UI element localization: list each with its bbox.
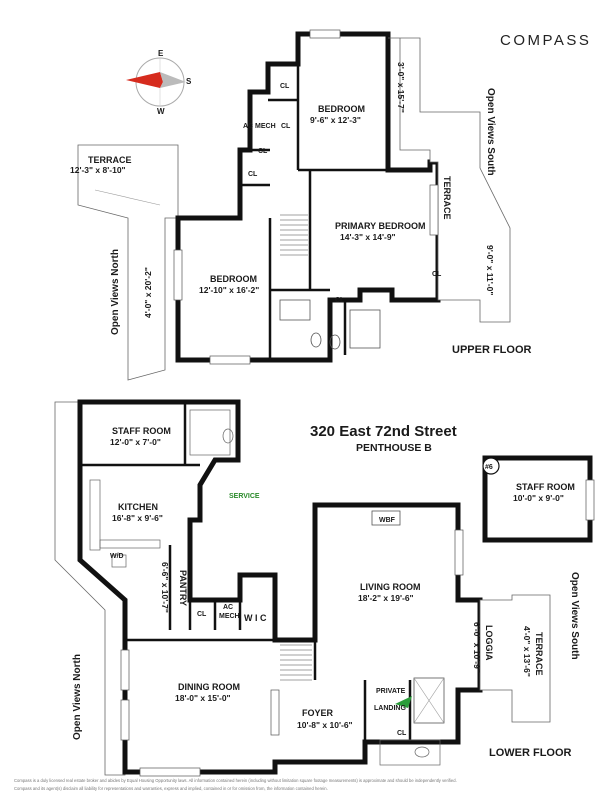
washer-dryer-label: W/D — [110, 553, 124, 560]
loggia-terrace-area — [479, 594, 551, 723]
staff-room-6-dims: 10'-0" x 9'-0" — [513, 493, 564, 503]
private-label: PRIVATE — [376, 688, 406, 695]
closet-2: CL — [281, 123, 291, 130]
lower-views-south: Open Views South — [569, 572, 580, 660]
terrace-north-dims: 4'-0" x 20'-2" — [143, 267, 153, 318]
lower-closet-1: CL — [197, 611, 207, 618]
closet-1: CL — [280, 83, 290, 90]
compass-e: E — [158, 49, 164, 58]
fireplace-icon — [371, 510, 401, 526]
living-room-dims: 18'-2" x 19'-6" — [358, 593, 414, 603]
ac-mech-upper: AC MECH — [243, 123, 276, 130]
staff-room-dims: 12'-0" x 7'-0" — [110, 437, 161, 447]
closet-3: CL — [258, 148, 268, 155]
primary-bedroom-name: PRIMARY BEDROOM — [335, 221, 426, 231]
primary-bedroom-dims: 14'-3" x 14'-9" — [340, 232, 396, 242]
upper-views-south: Open Views South — [485, 88, 496, 176]
staff-room-name: STAFF ROOM — [112, 426, 171, 436]
lower-floor-label: LOWER FLOOR — [489, 747, 572, 759]
lower-floor-plan — [54, 399, 595, 777]
service-entry-label: SERVICE — [229, 493, 260, 500]
listing-subtitle: PENTHOUSE B — [356, 442, 432, 454]
upper-walls — [175, 31, 441, 363]
compass-s: S — [186, 77, 192, 86]
bedroom-top-dims: 9'-6" x 12'-3" — [310, 115, 361, 125]
lower-closet-2: CL — [397, 730, 407, 737]
terrace-east-area — [388, 37, 511, 323]
pantry-name: PANTRY — [178, 570, 188, 606]
upper-floor-plan — [77, 29, 511, 381]
foyer-name: FOYER — [302, 708, 334, 718]
mech-label: MECH — [219, 613, 240, 620]
landing-arrow-icon — [395, 696, 412, 708]
lower-views-north: Open Views North — [72, 654, 83, 740]
disclaimer-line-2: Compass and its agent(s) disclaim all li… — [14, 786, 328, 791]
pantry-dims: 6'-6" x 10'-7" — [160, 562, 170, 613]
brand-logo: COMPASS — [500, 32, 591, 49]
wic-label: W I C — [244, 613, 267, 623]
compass-rose: E S W — [126, 49, 192, 116]
listing-title: 320 East 72nd Street — [310, 423, 457, 440]
disclaimer-line-1: Compass is a duly licensed real estate b… — [14, 778, 457, 783]
dining-room-name: DINING ROOM — [178, 682, 240, 692]
landing-label: LANDING — [374, 705, 406, 712]
living-room-name: LIVING ROOM — [360, 582, 421, 592]
terrace-east-dims1: 3'-0" x 15'-7" — [396, 62, 406, 113]
staff-room-6-walls — [482, 455, 593, 543]
compass-w: W — [157, 107, 165, 116]
bedroom-left-name: BEDROOM — [210, 274, 257, 284]
terrace-nw-area — [77, 144, 179, 381]
ac-label: AC — [223, 604, 233, 611]
loggia-dims: 6'-0" x 10'-9" — [472, 622, 482, 673]
dining-room-dims: 18'-0" x 15'-0" — [175, 693, 231, 703]
closet-4: CL — [248, 171, 258, 178]
bedroom-top-name: BEDROOM — [318, 104, 365, 114]
wbf-label: WBF — [379, 517, 396, 524]
kitchen-name: KITCHEN — [118, 502, 158, 512]
compass-arrow-icon — [126, 72, 163, 88]
loggia-terrace-dims: 4'-0" x 13'-6" — [522, 626, 532, 677]
terrace-nw-dims: 12'-3" x 8'-10" — [70, 165, 126, 175]
terrace-east-dims2: 9'-0" x 11'-0" — [485, 245, 495, 295]
closet-6: CL — [432, 271, 442, 278]
unit-6-tag-text: #6 — [485, 464, 493, 471]
upper-floor-label: UPPER FLOOR — [452, 344, 532, 356]
loggia-terrace-name: TERRACE — [534, 632, 544, 676]
lower-walls — [77, 399, 483, 775]
unit-6-tag — [482, 457, 500, 475]
bedroom-left-dims: 12'-10" x 16'-2" — [199, 285, 259, 295]
foyer-dims: 10'-8" x 10'-6" — [297, 720, 353, 730]
kitchen-dims: 16'-8" x 9'-6" — [112, 513, 163, 523]
terrace-east-name: TERRACE — [442, 176, 452, 220]
staff-room-6-name: STAFF ROOM — [516, 482, 575, 492]
closet-5: CL — [335, 297, 345, 304]
loggia-name: LOGGIA — [484, 625, 494, 661]
upper-views-north: Open Views North — [110, 249, 121, 335]
terrace-nw-name: TERRACE — [88, 155, 132, 165]
